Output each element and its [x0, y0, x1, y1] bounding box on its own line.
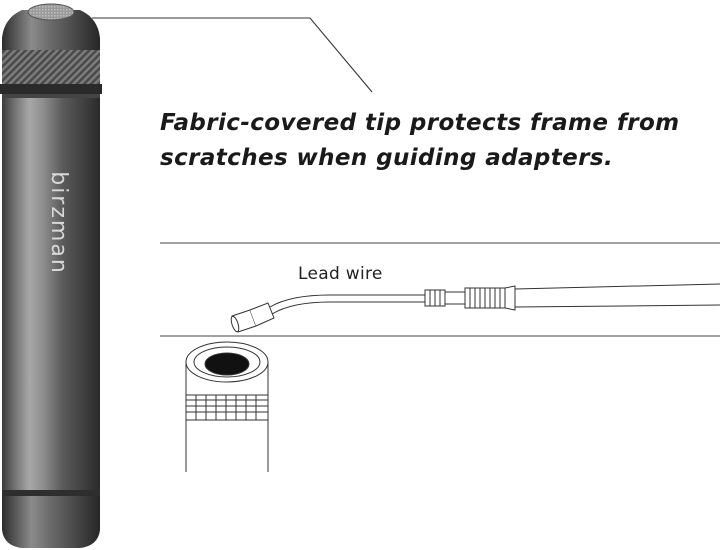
callout-text: Fabric-covered tip protects frame from s… [160, 106, 720, 176]
fabric-tip [27, 3, 75, 21]
callout-line-2: scratches when guiding adapters. [160, 145, 614, 171]
adapter-drawing [185, 341, 269, 472]
callout-line-1: Fabric-covered tip protects frame from [160, 110, 680, 136]
brand-logo: birzman [46, 171, 71, 275]
brand-logo-text: birzman [46, 171, 71, 275]
callout-leader-line [92, 17, 373, 93]
lead-wire-label: Lead wire [298, 264, 383, 284]
lead-wire-drawing [230, 283, 720, 333]
tool-body [0, 3, 102, 548]
